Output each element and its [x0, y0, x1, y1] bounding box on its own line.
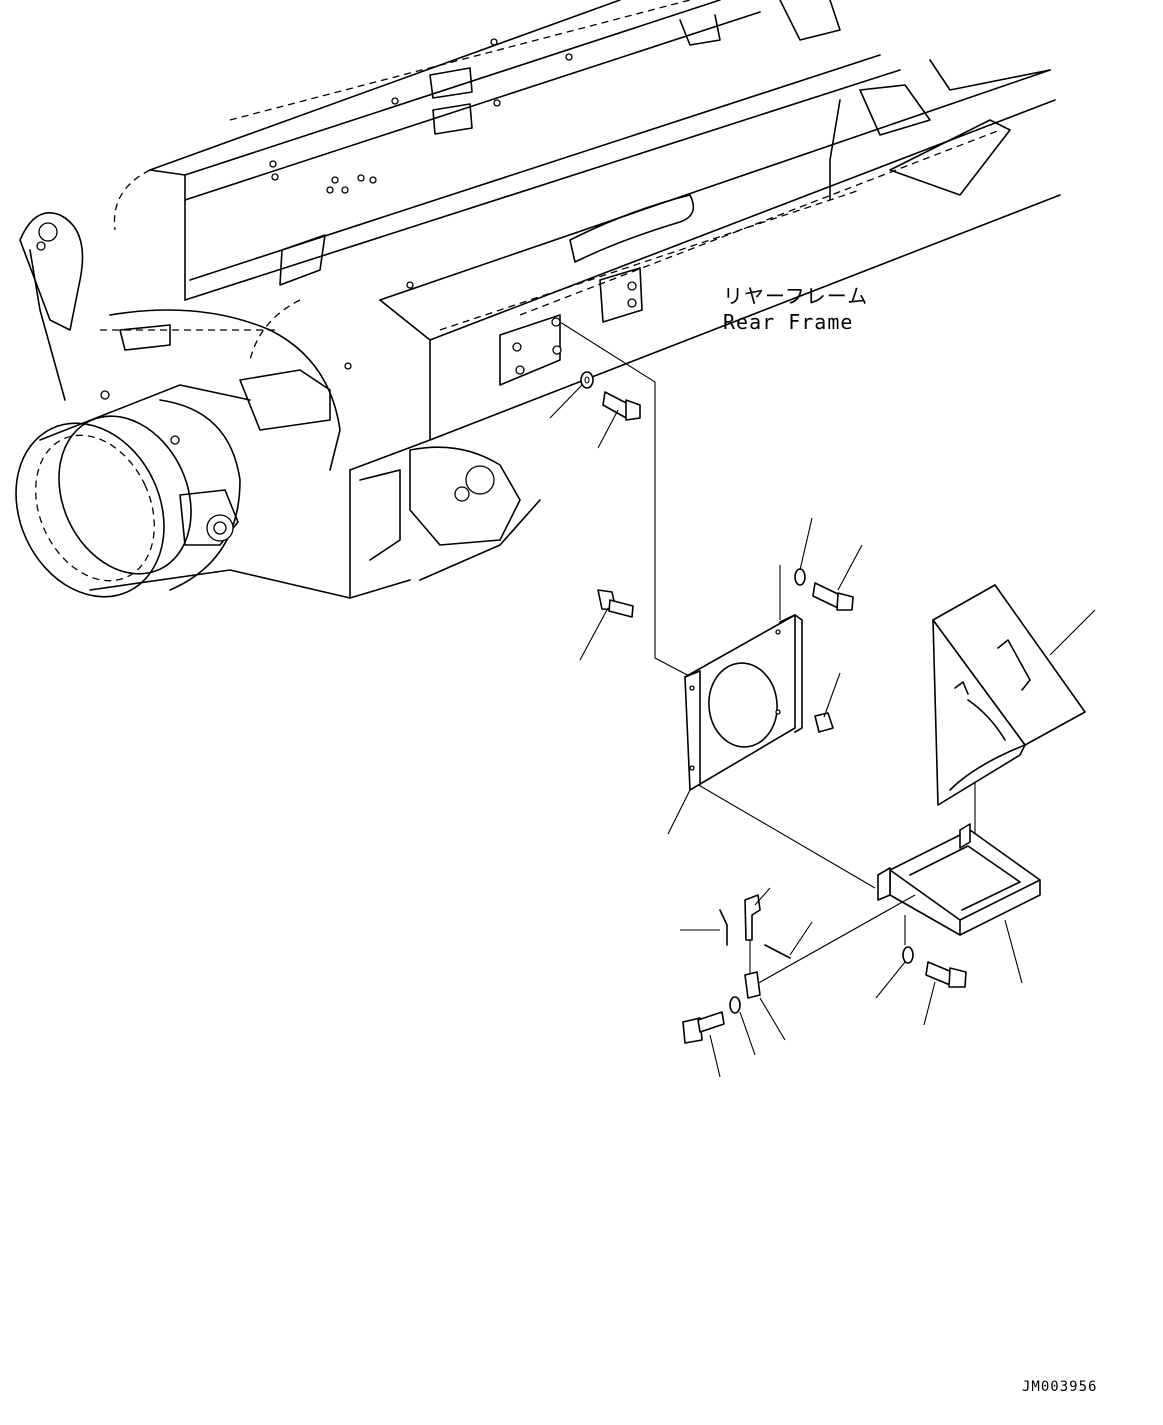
washer-lower — [902, 946, 914, 964]
washer-latch — [729, 996, 741, 1014]
washer-right — [794, 568, 806, 586]
figure-id: JM003956 — [1022, 1379, 1098, 1395]
callout-leaders — [549, 384, 1096, 1078]
rear-frame-label-en: Rear Frame — [723, 310, 854, 334]
bolt-lower — [925, 961, 967, 988]
box-tray — [877, 823, 1041, 936]
washer-upper — [580, 371, 594, 389]
assembly-guide-lines — [559, 321, 976, 986]
rear-frame-label-jp: リヤーフレーム — [723, 284, 869, 308]
flange-bolt-left — [597, 589, 634, 618]
mounting-bracket-plate — [684, 614, 803, 791]
box-cover — [932, 584, 1086, 806]
nut — [814, 712, 834, 733]
bolt-latch — [682, 1011, 725, 1044]
rear-frame-assembly — [15, 0, 1061, 599]
latch-spring — [719, 909, 728, 946]
frame-bolt-heads — [36, 38, 637, 445]
latch-catch — [744, 971, 761, 999]
bolt-upper — [602, 391, 641, 421]
latch-hook — [744, 894, 761, 941]
rear-frame-label: リヤーフレーム Rear Frame — [723, 283, 868, 335]
latch-pin — [764, 944, 791, 959]
bolt-right — [812, 582, 854, 611]
